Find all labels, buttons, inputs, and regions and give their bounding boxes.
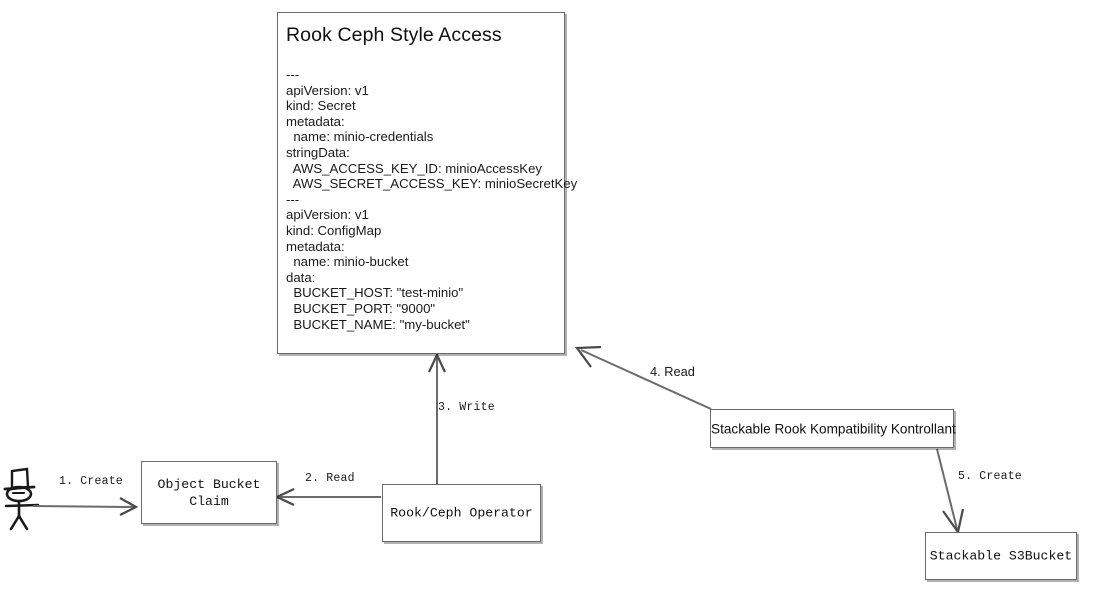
edge-read2: [274, 488, 381, 506]
edge-write3: [428, 352, 446, 484]
node-object-bucket-claim[interactable]: Object Bucket Claim: [141, 461, 277, 524]
edge-label-write3: 3. Write: [438, 401, 495, 414]
node-kontrollant-label: Stackable Rook Kompatibility Kontrollant: [711, 421, 956, 436]
edge-create1: [32, 497, 139, 516]
node-stackable-s3bucket[interactable]: Stackable S3Bucket: [925, 532, 1077, 580]
node-object-bucket-claim-label: Object Bucket Claim: [157, 476, 261, 509]
node-rook-ceph-operator[interactable]: Rook/Ceph Operator: [382, 484, 541, 542]
edge-label-read4: 4. Read: [650, 364, 695, 379]
edge-label-read2: 2. Read: [305, 472, 355, 485]
node-stackable-s3bucket-label: Stackable S3Bucket: [929, 548, 1073, 564]
node-rook-ceph-operator-label: Rook/Ceph Operator: [390, 505, 533, 521]
edge-label-create1: 1. Create: [59, 475, 123, 488]
yaml-panel: Rook Ceph Style Access --- apiVersion: v…: [277, 12, 578, 354]
yaml-panel-content: --- apiVersion: v1 kind: Secret metadata…: [286, 67, 578, 332]
actor-stick-figure: [3, 467, 40, 531]
edge-create5: [936, 448, 965, 535]
yaml-panel-title: Rook Ceph Style Access: [286, 24, 502, 46]
edge-label-create5: 5. Create: [958, 470, 1022, 483]
node-stackable-rook-kompatibility-kontrollant[interactable]: Stackable Rook Kompatibility Kontrollant: [710, 409, 956, 448]
